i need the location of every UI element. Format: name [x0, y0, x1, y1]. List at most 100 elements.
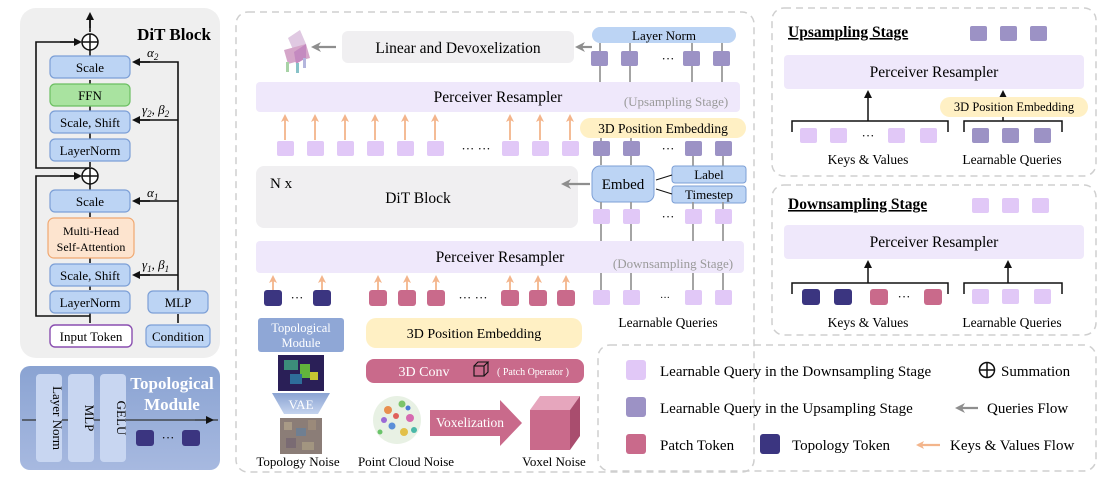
upsampling-stage-title: Upsampling Stage: [788, 24, 908, 41]
patch-token: [369, 290, 387, 306]
patch-token: [532, 141, 549, 156]
upsampling-stage-panel: [771, 7, 1097, 177]
patch-token: [562, 141, 579, 156]
top-row-query-ellipsis: ···: [662, 141, 675, 156]
legend-topology-token: Topology Token: [792, 438, 891, 454]
input-token-label: Input Token: [60, 329, 123, 344]
scale-label-top: Scale: [76, 60, 104, 75]
condition-box: [145, 324, 211, 348]
mid-query-ellipsis: ···: [662, 209, 675, 224]
downsample-query-token: [1002, 289, 1019, 304]
upsample-query-token: [1034, 128, 1051, 143]
upsampling-resampler-label: Perceiver Resampler: [870, 64, 1000, 81]
top-row-ellipsis: ··· ···: [461, 141, 490, 156]
topology-noise-label: Topology Noise: [256, 454, 339, 469]
patch-token: [924, 289, 942, 305]
downsampling-kv-label: Keys & Values: [828, 315, 909, 330]
upsample-query-token: [1030, 26, 1047, 41]
patch-token: [501, 290, 519, 306]
scale-shift-label-top: Scale, Shift: [60, 115, 120, 130]
downsampling-stage-title: Downsampling Stage: [788, 196, 927, 213]
upsample-query-token: [623, 141, 640, 156]
summation-icon: [978, 361, 996, 379]
mlp-box: [147, 290, 209, 314]
bottom-topo-ellipsis: ···: [291, 290, 304, 305]
downsampling-lq-label: Learnable Queries: [962, 315, 1061, 330]
scale-box-top: [49, 55, 131, 79]
topo-layer-norm-box: [36, 374, 62, 462]
downsampling-stage-panel: [771, 184, 1097, 336]
main-pipeline-panel: [235, 11, 755, 473]
upsampling-kv-ellipsis: ···: [862, 128, 875, 143]
layernorm-label-bottom: LayerNorm: [60, 295, 121, 310]
vae-label: VAE: [288, 397, 313, 412]
topology-token: [834, 289, 852, 305]
downsample-query-token: [623, 290, 640, 305]
nx-label: N x: [270, 176, 293, 192]
voxel-noise-label: Voxel Noise: [522, 454, 586, 469]
kv-token: [800, 128, 817, 143]
upsample-query-token: [591, 51, 608, 66]
alpha2-label: α2: [147, 45, 159, 62]
perceiver-resampler-up: [256, 82, 740, 112]
upsampling-lq-label: Learnable Queries: [962, 152, 1061, 167]
top-query-ellipsis: ···: [662, 51, 675, 66]
label-box: [671, 165, 747, 184]
upsample-query-token: [593, 141, 610, 156]
upsample-query-token: [621, 51, 638, 66]
latent-heatmap-image: [278, 355, 324, 391]
conv3d-box: [366, 359, 584, 383]
patch-token: [427, 141, 444, 156]
downsample-query-token: [972, 289, 989, 304]
bottom-patch-ellipsis: ··· ···: [458, 290, 487, 305]
scale-label-mid: Scale: [76, 194, 104, 209]
kv-token: [920, 128, 937, 143]
kv-token: [888, 128, 905, 143]
timestep-text: Timestep: [685, 187, 733, 202]
downsample-query-token: [685, 290, 702, 305]
patch-token: [337, 141, 354, 156]
summation-icon: [81, 33, 99, 51]
condition-label: Condition: [152, 329, 205, 344]
legend-panel: [597, 344, 1097, 472]
patch-token: [557, 290, 575, 306]
patch-token-row-top: ··· ··· ···: [277, 141, 732, 156]
pos-embed-bottom: [366, 318, 582, 348]
point-cloud-noise-label: Point Cloud Noise: [358, 454, 454, 469]
downsampling-stage-tag: (Downsampling Stage): [613, 256, 733, 271]
mhsa-box: [47, 217, 135, 259]
downsampling-kv-ellipsis: ···: [898, 289, 911, 304]
patch-token: [367, 141, 384, 156]
upsampling-stage-tag: (Upsampling Stage): [624, 94, 728, 109]
downsampling-resampler-label: Perceiver Resampler: [870, 234, 1000, 251]
vae-shape: [272, 393, 330, 414]
patch-token: [502, 141, 519, 156]
dit-block-main-label: DiT Block: [385, 190, 451, 207]
topo-mlp-box: [68, 374, 94, 462]
pos-embed-bottom-label: 3D Position Embedding: [407, 327, 542, 342]
embed-box: [591, 165, 655, 203]
gamma2-beta2-label: γ2, β2: [142, 102, 170, 119]
scale-shift-box-bottom: [49, 263, 131, 287]
mhsa-label-line1: Multi-Head: [63, 224, 119, 238]
upsampling-kv-label: Keys & Values: [828, 152, 909, 167]
topo-module-title-line2: Module: [144, 395, 200, 414]
scale-shift-label-bottom: Scale, Shift: [60, 268, 120, 283]
upsampling-resampler-box: [784, 55, 1084, 89]
legend-summation: Summation: [1001, 364, 1071, 380]
layernorm-box-top: [49, 138, 131, 162]
dit-block-title: DiT Block: [137, 25, 211, 44]
topo-gelu-label: GELU: [114, 401, 129, 436]
downsample-query-token: [1032, 198, 1049, 213]
upsample-query-token: [683, 51, 700, 66]
perceiver-down-label: Perceiver Resampler: [436, 249, 566, 266]
legend-swatch-lq-down: [626, 360, 646, 380]
upsample-query-token: [972, 128, 989, 143]
timestep-box: [671, 185, 747, 204]
upsample-query-token: [715, 141, 732, 156]
downsampling-resampler-box: [784, 225, 1084, 259]
legend-kv-flow: Keys & Values Flow: [950, 438, 1074, 454]
downsample-query-token: [972, 198, 989, 213]
ffn-label: FFN: [78, 88, 102, 103]
